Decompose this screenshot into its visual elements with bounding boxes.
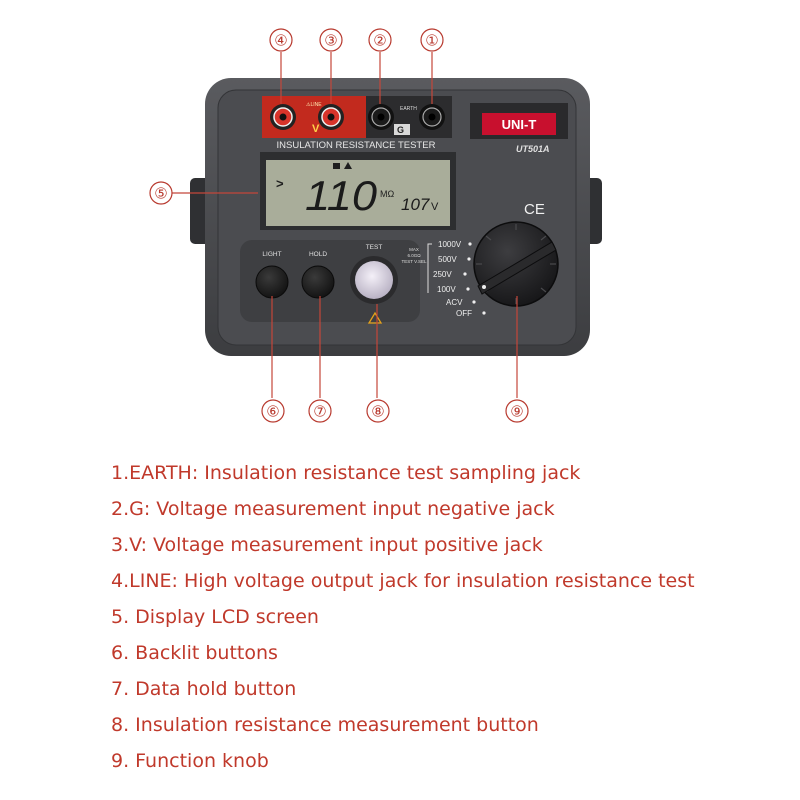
panel-title: INSULATION RESISTANCE TESTER — [277, 140, 436, 151]
dial-position-500v: 500V — [438, 255, 457, 264]
svg-text:⑥: ⑥ — [266, 403, 279, 421]
callout-1: ① — [420, 28, 444, 52]
legend-list: 1.EARTH: Insulation resistance test samp… — [111, 455, 771, 779]
light-button[interactable] — [255, 265, 289, 299]
svg-text:②: ② — [373, 32, 386, 50]
legend-item-8: 8. Insulation resistance measurement but… — [111, 714, 539, 736]
dial-position-1000v: 1000V — [438, 240, 462, 249]
lcd-screen — [266, 160, 450, 226]
jack-v[interactable] — [318, 104, 344, 130]
jack-g[interactable] — [368, 104, 394, 130]
jack-line[interactable] — [270, 104, 296, 130]
dial-dots — [463, 242, 486, 315]
leader-lines — [172, 52, 518, 398]
jack-g-label: G — [397, 125, 404, 135]
hold-button-label: HOLD — [309, 251, 327, 258]
test-button-label: TEST — [366, 244, 383, 251]
legend-item-5: 5. Display LCD screen — [111, 606, 319, 628]
svg-text:⑧: ⑧ — [371, 403, 384, 421]
lcd-main-unit: MΩ — [380, 189, 394, 199]
hold-button[interactable] — [301, 265, 335, 299]
light-button-label: LIGHT — [262, 251, 281, 258]
callout-2: ② — [368, 28, 392, 52]
function-knob[interactable] — [473, 221, 559, 307]
jack-v-label: V — [312, 123, 320, 135]
dial-position-acv: ACV — [446, 298, 463, 307]
jack-earth-label: EARTH — [400, 106, 417, 112]
lcd-sub-value: 107 — [401, 195, 430, 214]
callout-7: ⑦ — [308, 399, 332, 423]
svg-text:④: ④ — [274, 32, 287, 50]
ce-mark: CE — [524, 201, 545, 218]
brand-badge — [482, 113, 556, 135]
test-warning-icon — [367, 311, 383, 324]
callout-5: ⑤ — [149, 181, 173, 205]
lcd-warning-indicator — [344, 162, 352, 169]
jack-g-label-box — [394, 124, 410, 135]
lcd-arrow: > — [276, 176, 284, 191]
lcd-hold-indicator — [333, 163, 340, 169]
legend-item-7: 7. Data hold button — [111, 678, 297, 700]
callout-4: ④ — [269, 28, 293, 52]
dial-bracket — [427, 243, 432, 293]
test-button[interactable] — [355, 261, 393, 299]
max-note-line3: TEST V.SEL — [401, 259, 427, 264]
legend-item-4: 4.LINE: High voltage output jack for ins… — [111, 570, 695, 592]
device-diagram: ⚠LINE V G EARTH UNI-T UT501A INSULATION … — [149, 28, 602, 423]
jack-line-label: ⚠LINE — [306, 102, 322, 108]
svg-text:③: ③ — [324, 32, 337, 50]
model-label: UT501A — [516, 144, 550, 154]
max-note-line1: MAX — [409, 247, 419, 252]
svg-text:⑨: ⑨ — [510, 403, 523, 421]
dial-position-100v: 100V — [437, 285, 456, 294]
legend-item-1: 1.EARTH: Insulation resistance test samp… — [111, 462, 581, 484]
svg-text:⑦: ⑦ — [313, 403, 326, 421]
dial-position-250v: 250V — [433, 270, 452, 279]
lcd-sub-unit: V — [431, 201, 439, 213]
callout-8: ⑧ — [366, 399, 390, 423]
brand-logo: UNI-T — [502, 117, 537, 132]
legend-item-6: 6. Backlit buttons — [111, 642, 278, 664]
callout-6: ⑥ — [261, 399, 285, 423]
dial-position-off: OFF — [456, 309, 472, 318]
lcd-main-value: 110 — [305, 172, 378, 219]
svg-text:⑤: ⑤ — [154, 185, 167, 203]
callout-9: ⑨ — [505, 399, 529, 423]
jack-earth[interactable] — [419, 104, 445, 130]
max-note-line2: 6.0GΩ — [407, 253, 421, 258]
legend-item-9: 9. Function knob — [111, 750, 269, 772]
legend-item-3: 3.V: Voltage measurement input positive … — [111, 534, 543, 556]
legend-item-2: 2.G: Voltage measurement input negative … — [111, 498, 555, 520]
callout-3: ③ — [319, 28, 343, 52]
svg-text:①: ① — [425, 32, 438, 50]
